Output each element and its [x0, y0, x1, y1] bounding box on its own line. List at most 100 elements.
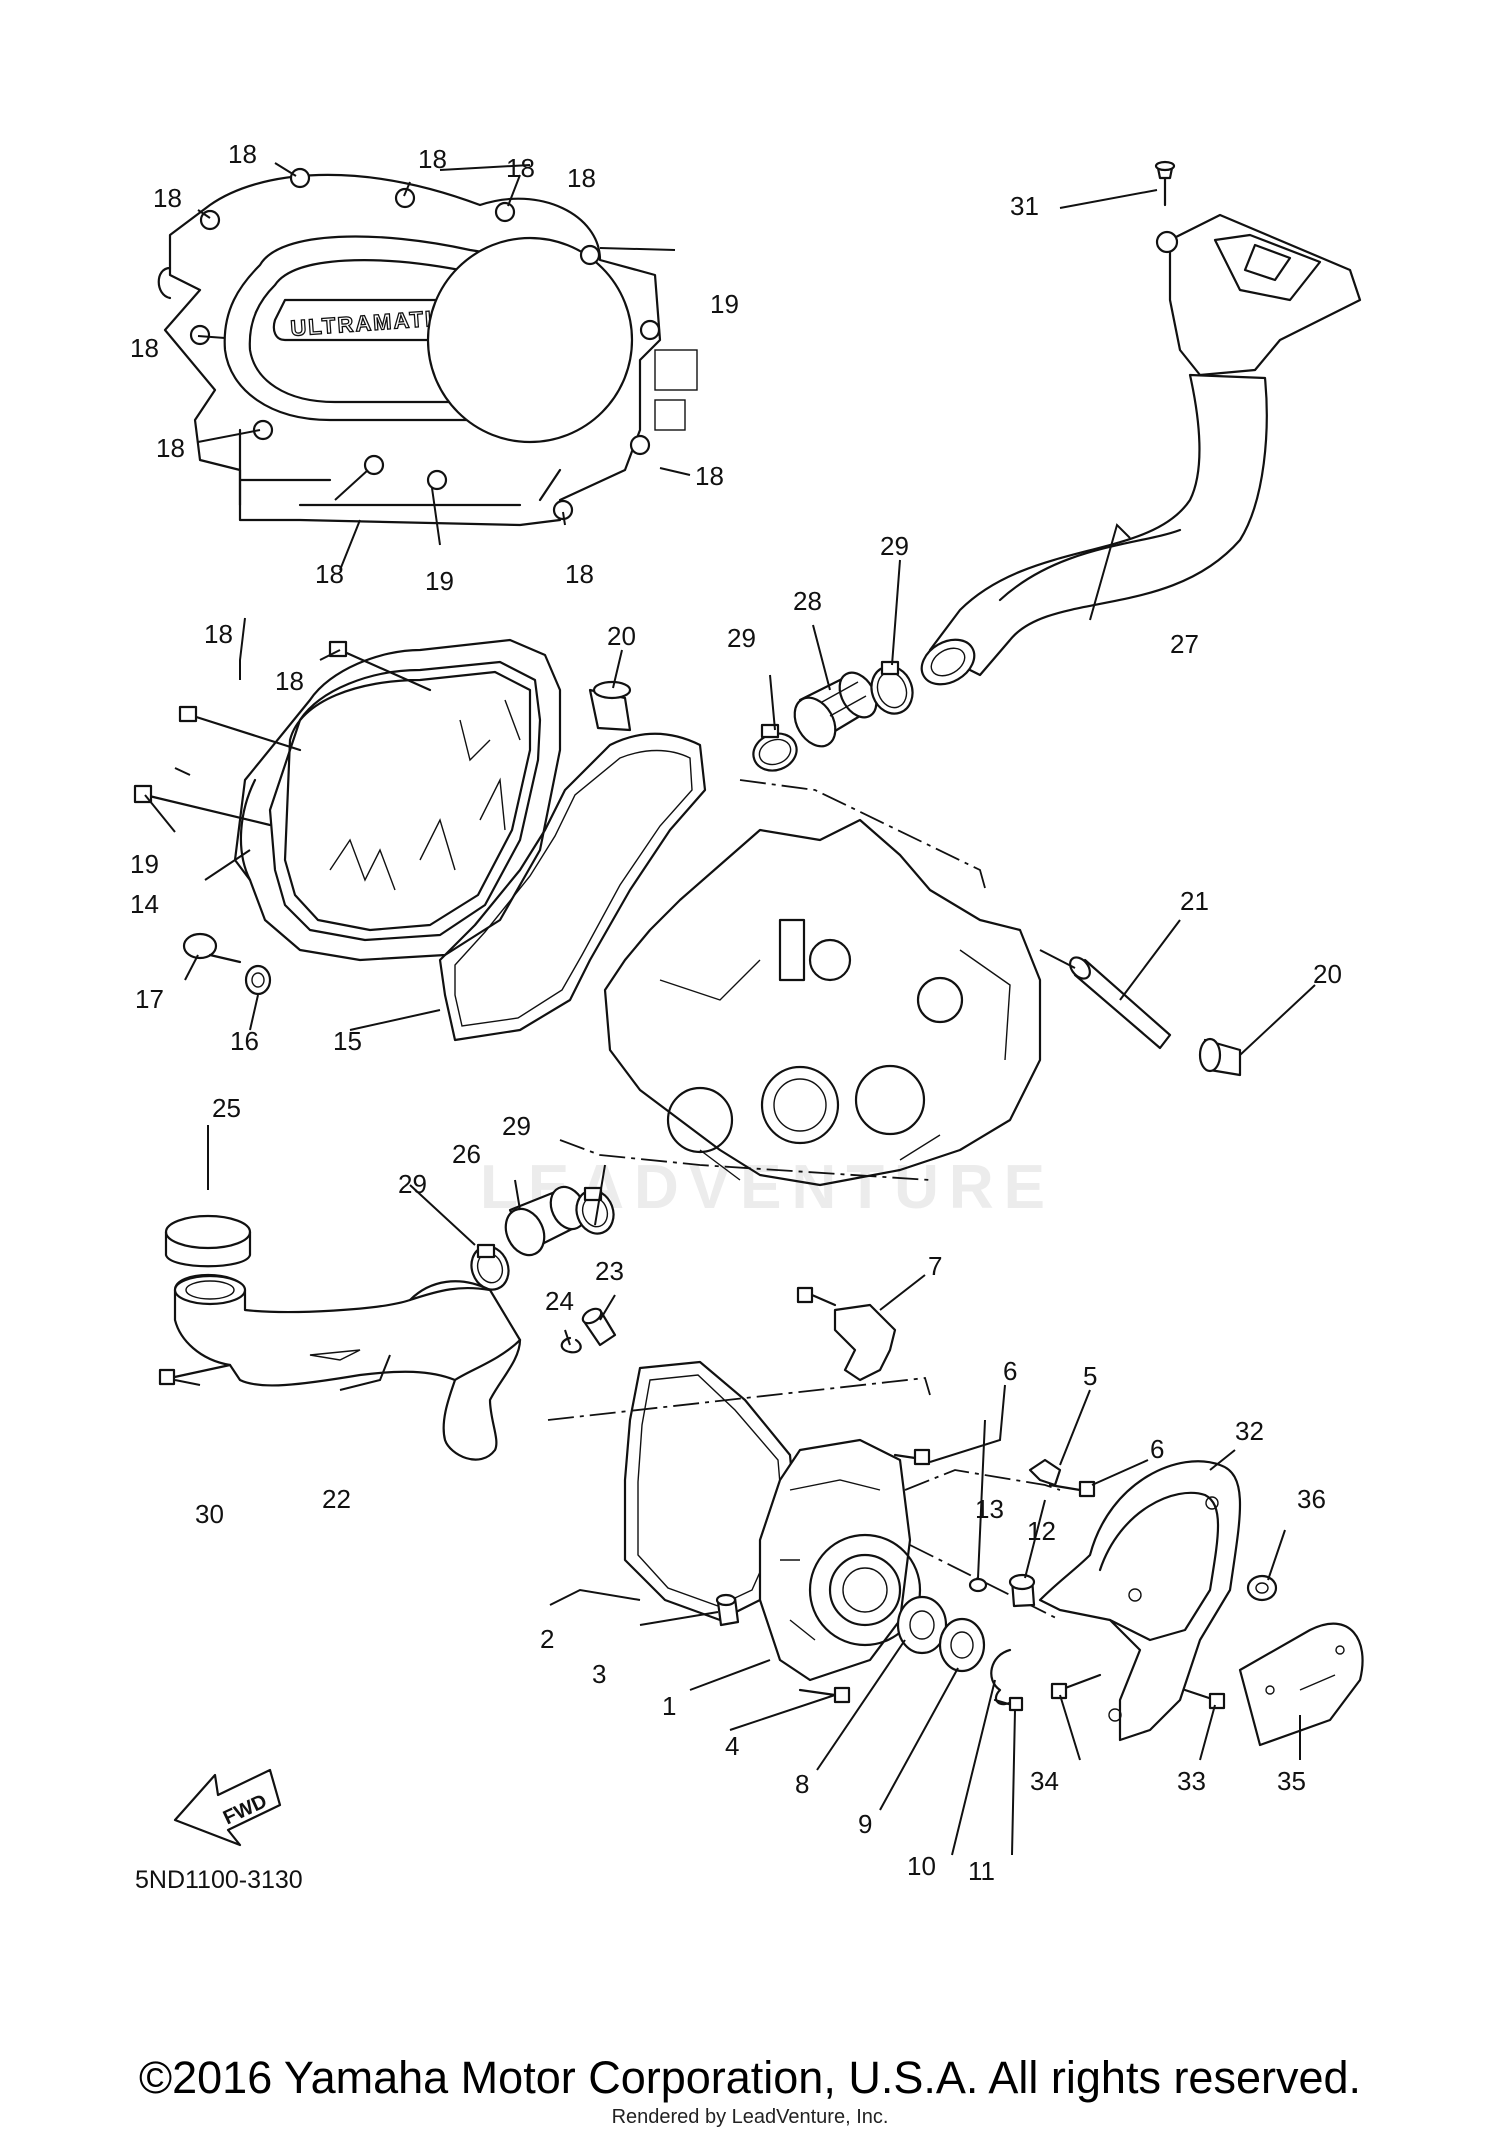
callout-29: 29	[727, 623, 756, 653]
callout-31: 31	[1010, 191, 1039, 221]
callout-35: 35	[1277, 1766, 1306, 1796]
callout-18: 18	[567, 163, 596, 193]
callout-19: 19	[710, 289, 739, 319]
callout-28: 28	[793, 586, 822, 616]
bracket-7[interactable]	[796, 1286, 897, 1382]
callout-19: 19	[130, 849, 159, 879]
plug-12[interactable]	[1008, 1573, 1036, 1608]
callout-27: 27	[1170, 629, 1199, 659]
callout-12: 12	[1027, 1516, 1056, 1546]
callout-30: 30	[195, 1499, 224, 1529]
callout-16: 16	[230, 1026, 259, 1056]
callout-14: 14	[130, 889, 159, 919]
inner-clutch-cover[interactable]	[233, 638, 562, 962]
callout-34: 34	[1030, 1766, 1059, 1796]
bolt-6-left[interactable]	[893, 1448, 931, 1466]
callout-29: 29	[502, 1111, 531, 1141]
bushing-20-left[interactable]	[588, 680, 632, 732]
callout-18: 18	[695, 461, 724, 491]
dowel-3[interactable]	[715, 1593, 740, 1627]
clamp-29-lower-right[interactable]	[571, 1185, 620, 1239]
bearing-9[interactable]	[938, 1617, 986, 1673]
callout-2: 2	[540, 1624, 554, 1654]
plate-35[interactable]	[1238, 1622, 1364, 1747]
air-duct-outlet[interactable]	[914, 213, 1362, 693]
o-ring-13[interactable]	[968, 1577, 988, 1593]
crankcase	[603, 818, 1042, 1187]
callout-18: 18	[130, 333, 159, 363]
callout-24: 24	[545, 1286, 574, 1316]
joint-26[interactable]	[499, 1181, 592, 1261]
bearing-8[interactable]	[896, 1595, 948, 1655]
screw-31[interactable]	[1154, 160, 1176, 207]
callout-32: 32	[1235, 1416, 1264, 1446]
plate-10[interactable]	[990, 1648, 1017, 1706]
bolt-33[interactable]	[1183, 1688, 1226, 1710]
callout-11: 11	[968, 1856, 995, 1886]
outer-clutch-cover[interactable]: ULTRAMATIC	[157, 167, 698, 527]
clamp-29-lower-left[interactable]	[466, 1241, 515, 1295]
callout-18: 18	[156, 433, 185, 463]
clamp-29-upper-left[interactable]	[748, 723, 802, 776]
callout-29: 29	[398, 1169, 427, 1199]
diagram-code: 5ND1100-3130	[135, 1866, 303, 1894]
callout-23: 23	[595, 1256, 624, 1286]
clamp-29-upper-right[interactable]	[865, 660, 919, 720]
seal-25[interactable]	[164, 1214, 252, 1268]
callout-18: 18	[153, 183, 182, 213]
callout-7: 7	[928, 1251, 942, 1281]
callout-18: 18	[228, 139, 257, 169]
callout-1: 1	[662, 1691, 676, 1721]
callout-25: 25	[212, 1093, 241, 1123]
callout-15: 15	[333, 1026, 362, 1056]
clip-24[interactable]	[560, 1336, 582, 1354]
callout-36: 36	[1297, 1484, 1326, 1514]
air-duct-intake[interactable]	[173, 1274, 522, 1461]
callout-21: 21	[1180, 886, 1209, 916]
callout-19: 19	[425, 566, 454, 596]
dowel-23[interactable]	[580, 1306, 617, 1347]
callout-18: 18	[506, 153, 535, 183]
clip-5[interactable]	[1028, 1458, 1062, 1487]
callout-33: 33	[1177, 1766, 1206, 1796]
fwd-arrow: FWD	[173, 1768, 282, 1847]
gasket-15[interactable]	[438, 732, 707, 1042]
callout-18: 18	[204, 619, 233, 649]
callout-8: 8	[795, 1769, 809, 1799]
callout-6: 6	[1150, 1434, 1164, 1464]
bolt-18-lower[interactable]	[178, 705, 302, 752]
callout-29: 29	[880, 531, 909, 561]
bolt-6-right[interactable]	[1048, 1480, 1096, 1498]
callout-13: 13	[975, 1494, 1004, 1524]
callout-18: 18	[275, 666, 304, 696]
cover-32[interactable]	[1038, 1460, 1242, 1742]
callout-5: 5	[1083, 1361, 1097, 1391]
callout-6: 6	[1003, 1356, 1017, 1386]
callout-22: 22	[322, 1484, 351, 1514]
callout-26: 26	[452, 1139, 481, 1169]
bushing-16[interactable]	[244, 964, 272, 996]
callout-20: 20	[1313, 959, 1342, 989]
bolt-11[interactable]	[993, 1696, 1024, 1712]
bolt-30[interactable]	[158, 1363, 232, 1386]
bushing-20-right[interactable]	[1198, 1037, 1242, 1077]
plug-17[interactable]	[182, 932, 242, 964]
callout-20: 20	[607, 621, 636, 651]
callout-10: 10	[907, 1851, 936, 1881]
bolt-4[interactable]	[798, 1686, 851, 1704]
callout-17: 17	[135, 984, 164, 1014]
callout-9: 9	[858, 1809, 872, 1839]
render-credit: Rendered by LeadVenture, Inc.	[611, 2106, 889, 2128]
crankcase-cover-1[interactable]	[758, 1438, 922, 1682]
callout-18: 18	[565, 559, 594, 589]
bushing-36[interactable]	[1246, 1574, 1278, 1602]
callout-3: 3	[592, 1659, 606, 1689]
callout-18: 18	[418, 144, 447, 174]
shaft-21[interactable]	[1066, 954, 1172, 1050]
callout-18: 18	[315, 559, 344, 589]
joint-28[interactable]	[786, 666, 883, 753]
callout-4: 4	[725, 1731, 739, 1761]
bolt-34[interactable]	[1050, 1673, 1102, 1700]
copyright-notice: ©2016 Yamaha Motor Corporation, U.S.A. A…	[138, 2052, 1362, 2103]
